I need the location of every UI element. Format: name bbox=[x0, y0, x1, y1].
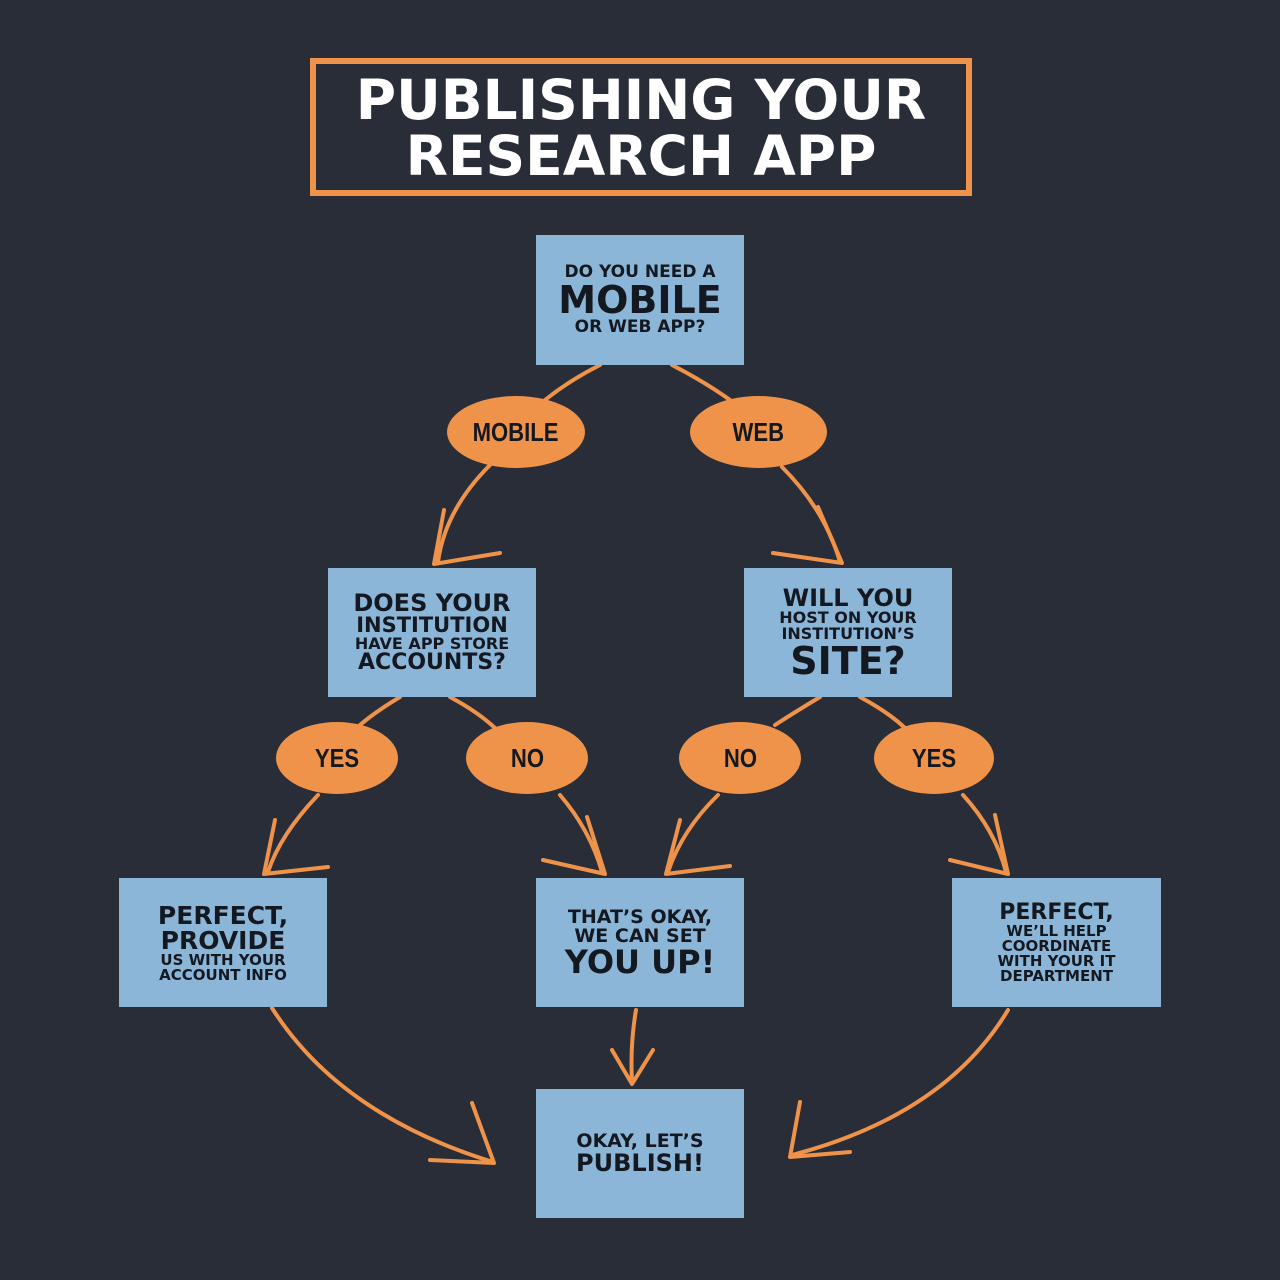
node-text: HAVE APP STORE bbox=[354, 634, 510, 653]
node-we-can-set-you-up: THAT’S OKAY, WE CAN SET YOU UP! bbox=[536, 878, 744, 1007]
choice-label: NO bbox=[510, 742, 544, 773]
node-text: DO YOU NEED A bbox=[564, 262, 716, 282]
node-text: OR WEB APP? bbox=[574, 317, 706, 337]
node-provide-account-info: PERFECT, PROVIDE US WITH YOUR ACCOUNT IN… bbox=[119, 878, 327, 1007]
arrow-no-right-to-setup bbox=[666, 793, 720, 874]
arrow-web-to-q3 bbox=[780, 465, 842, 564]
node-lets-publish: OKAY, LET’S PUBLISH! bbox=[536, 1089, 744, 1218]
page-title: PUBLISHING YOUR RESEARCH APP bbox=[310, 72, 972, 184]
choice-label: YES bbox=[911, 742, 957, 773]
connector-q3-to-no bbox=[773, 695, 822, 727]
node-text: COORDINATE bbox=[1001, 936, 1112, 955]
choice-mobile: MOBILE bbox=[447, 396, 585, 468]
node-text: WITH YOUR IT bbox=[997, 951, 1116, 970]
title-frame: PUBLISHING YOUR RESEARCH APP bbox=[310, 58, 972, 196]
arrowhead-coordinate bbox=[788, 1100, 852, 1159]
choice-web: WEB bbox=[690, 396, 827, 468]
node-text: SITE? bbox=[790, 638, 906, 683]
choice-label: WEB bbox=[732, 416, 785, 447]
title-line-2: RESEARCH APP bbox=[405, 124, 877, 188]
arrow-setup-to-publish bbox=[629, 1008, 638, 1084]
node-text: MOBILE bbox=[558, 278, 722, 322]
arrowhead-yes-right bbox=[948, 813, 1010, 876]
choice-label: YES bbox=[314, 742, 360, 773]
arrowhead-setup bbox=[610, 1048, 655, 1086]
node-text: DEPARTMENT bbox=[1000, 966, 1113, 985]
arrow-no-to-setup bbox=[558, 793, 604, 874]
node-text: INSTITUTION bbox=[356, 613, 508, 637]
arrow-coordinate-to-publish bbox=[790, 1008, 1010, 1157]
node-coordinate-it: PERFECT, WE’LL HELP COORDINATE WITH YOUR… bbox=[952, 878, 1161, 1007]
node-text: US WITH YOUR bbox=[160, 950, 286, 969]
choice-yes-app-store: YES bbox=[276, 722, 398, 794]
node-text: ACCOUNTS? bbox=[358, 650, 506, 675]
node-text: DOES YOUR bbox=[353, 589, 511, 617]
node-text: PUBLISH! bbox=[576, 1149, 704, 1177]
node-text: HOST ON YOUR bbox=[779, 607, 917, 627]
connector-q3-to-yes bbox=[858, 695, 907, 730]
arrow-yes-right-to-coordinate bbox=[961, 793, 1008, 874]
arrow-mobile-to-q2 bbox=[436, 463, 492, 564]
connector-q2-to-no bbox=[448, 695, 497, 730]
arrowhead-no-right bbox=[664, 818, 732, 876]
arrowhead-yes-left bbox=[262, 818, 330, 876]
node-text: OKAY, LET’S bbox=[576, 1130, 704, 1152]
choice-no-app-store: NO bbox=[466, 722, 588, 794]
arrow-provide-to-publish bbox=[270, 1006, 495, 1164]
node-text: WILL YOU bbox=[782, 583, 914, 612]
node-host-on-site: WILL YOU HOST ON YOUR INSTITUTION’S SITE… bbox=[744, 568, 952, 697]
node-text: PERFECT, bbox=[157, 900, 289, 930]
choice-yes-host: YES bbox=[874, 722, 994, 794]
choice-no-host: NO bbox=[679, 722, 801, 794]
arrowhead-mobile bbox=[432, 508, 502, 566]
arrowhead-no-left bbox=[541, 815, 607, 876]
connector-q1-to-web bbox=[670, 363, 732, 402]
node-text: PROVIDE bbox=[160, 925, 286, 955]
arrowhead-provide bbox=[428, 1101, 496, 1165]
arrow-yes-to-provide bbox=[266, 793, 320, 874]
node-app-store-accounts: DOES YOUR INSTITUTION HAVE APP STORE ACC… bbox=[328, 568, 536, 697]
connector-q1-to-mobile bbox=[543, 363, 602, 402]
arrowhead-web bbox=[771, 505, 844, 565]
connector-q2-to-yes bbox=[358, 695, 402, 727]
node-text: WE’LL HELP bbox=[1006, 921, 1107, 940]
choice-label: NO bbox=[723, 742, 757, 773]
choice-label: MOBILE bbox=[473, 416, 559, 447]
title-line-1: PUBLISHING YOUR bbox=[355, 68, 927, 132]
node-text: YOU UP! bbox=[564, 942, 716, 981]
node-text: THAT’S OKAY, bbox=[567, 905, 713, 928]
node-text: ACCOUNT INFO bbox=[159, 965, 287, 984]
node-text: PERFECT, bbox=[999, 899, 1114, 925]
node-mobile-or-web: DO YOU NEED A MOBILE OR WEB APP? bbox=[536, 235, 744, 365]
node-text: WE CAN SET bbox=[574, 924, 706, 947]
node-text: INSTITUTION’S bbox=[781, 623, 915, 643]
